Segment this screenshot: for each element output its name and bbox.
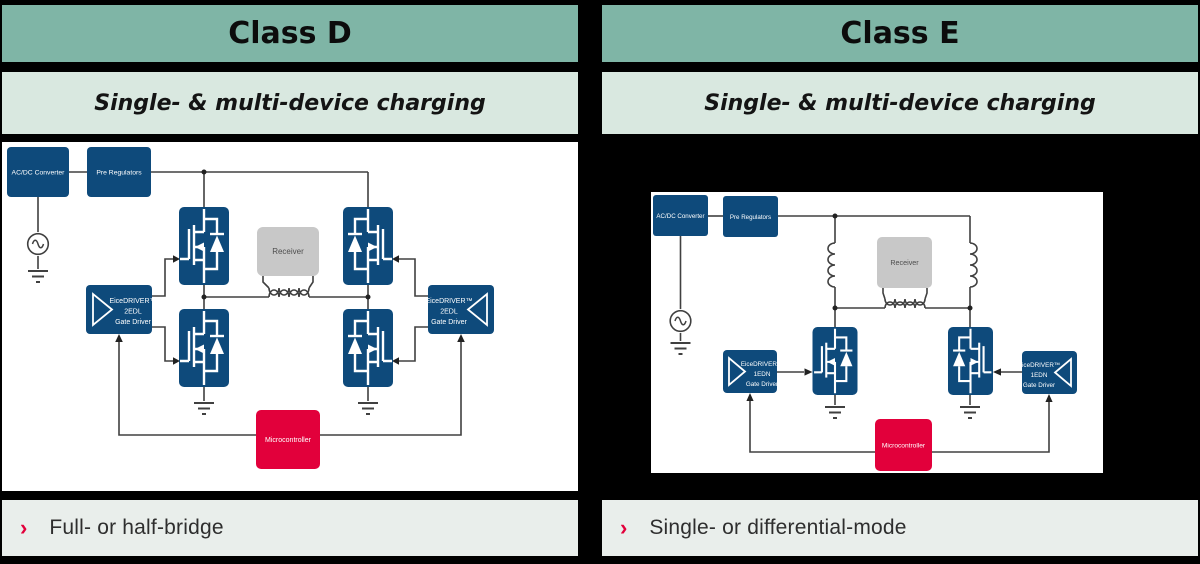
arrowheads [746,368,1053,402]
receiver-label: Receiver [890,258,919,267]
bullet-text: Single- or differential-mode [649,516,907,539]
gate-driver-label: Gate Driver [746,381,778,388]
inductor-coil-left [827,242,836,288]
junction-dots [832,213,973,311]
panel-subtitle: Single- & multi-device charging [2,72,578,134]
acdc-converter-block: AC/DC Converter [7,147,69,197]
gate-driver-label: Gate Driver [431,319,467,326]
circuit-wires [679,215,1050,453]
gate-driver-right: EiceDRIVER™ 2EDL Gate Driver [425,285,494,334]
panel-class-d: Class D Single- & multi-device charging [2,0,578,564]
inductor-coil-right [969,242,978,288]
mosfet-low-side-right [343,309,393,387]
arrowheads [115,255,465,365]
gate-driver-label: EiceDRIVER™ [1018,362,1060,369]
gate-driver-label: Gate Driver [1023,382,1055,389]
pre-regulators-label: Pre Regulators [730,214,771,221]
mosfet-low-side-left [179,309,229,387]
mosfet-right [948,327,993,395]
gate-driver-label: 2EDL [440,309,458,316]
panel-subtitle: Single- & multi-device charging [602,72,1198,134]
receiver-label: Receiver [272,247,304,256]
transformer-coil [882,288,928,309]
gate-driver-label: EiceDRIVER™ [109,298,156,305]
pre-regulators-block: Pre Regulators [87,147,151,197]
microcontroller-label: Microcontroller [882,443,926,450]
bullet-bar: › Full- or half-bridge [2,500,578,556]
acdc-converter-block: AC/DC Converter [653,195,708,236]
acdc-converter-label: AC/DC Converter [12,170,66,177]
chevron-icon: › [620,515,628,540]
amplifier-triangle-icon [92,292,114,327]
gate-driver-label: EiceDRIVER™ [425,298,472,305]
amplifier-triangle-icon [1053,357,1072,388]
microcontroller-label: Microcontroller [265,437,312,444]
mosfet-high-side-left [179,207,229,285]
ground-icon [357,402,379,415]
panel-title: Class D [2,5,578,62]
bullet-text: Full- or half-bridge [49,516,224,539]
gate-driver-label: 2EDL [124,309,142,316]
pre-regulators-label: Pre Regulators [96,170,142,177]
circuit-diagram-class-e: AC/DC Converter Pre Regulators Receiver [602,142,1198,491]
gate-driver-label: 1EDN [1031,372,1048,379]
ac-source-icon [26,232,50,256]
acdc-converter-label: AC/DC Converter [656,213,704,220]
transformer-coil [262,276,314,298]
gate-driver-left: EiceDRIVER™ 1EDN Gate Driver [723,350,783,393]
ground-icon [193,402,215,415]
circuit-diagram-class-d: AC/DC Converter Pre Regulators Receiver [2,142,578,491]
mosfet-left [812,327,858,395]
mosfet-high-side-right [343,207,393,285]
microcontroller-block: Microcontroller [256,410,320,469]
bullet-bar: › Single- or differential-mode [602,500,1198,556]
gate-driver-left: EiceDRIVER™ 2EDL Gate Driver [86,285,157,334]
junction-dots [201,169,371,300]
gate-driver-label: EiceDRIVER™ [741,361,783,368]
gate-driver-label: 1EDN [754,371,771,378]
receiver-block: Receiver [877,237,932,288]
gate-driver-right: EiceDRIVER™ 1EDN Gate Driver [1018,351,1077,394]
amplifier-triangle-icon [466,292,488,327]
pre-regulators-block: Pre Regulators [723,196,778,237]
amplifier-triangle-icon [728,356,747,387]
panel-title: Class E [602,5,1198,62]
panel-class-e: Class E Single- & multi-device charging [602,0,1198,564]
ac-source-icon [669,309,692,333]
microcontroller-block: Microcontroller [875,419,932,471]
chevron-icon: › [20,515,28,540]
ground-icon [27,270,49,283]
gate-driver-label: Gate Driver [115,319,151,326]
receiver-block: Receiver [257,227,319,276]
